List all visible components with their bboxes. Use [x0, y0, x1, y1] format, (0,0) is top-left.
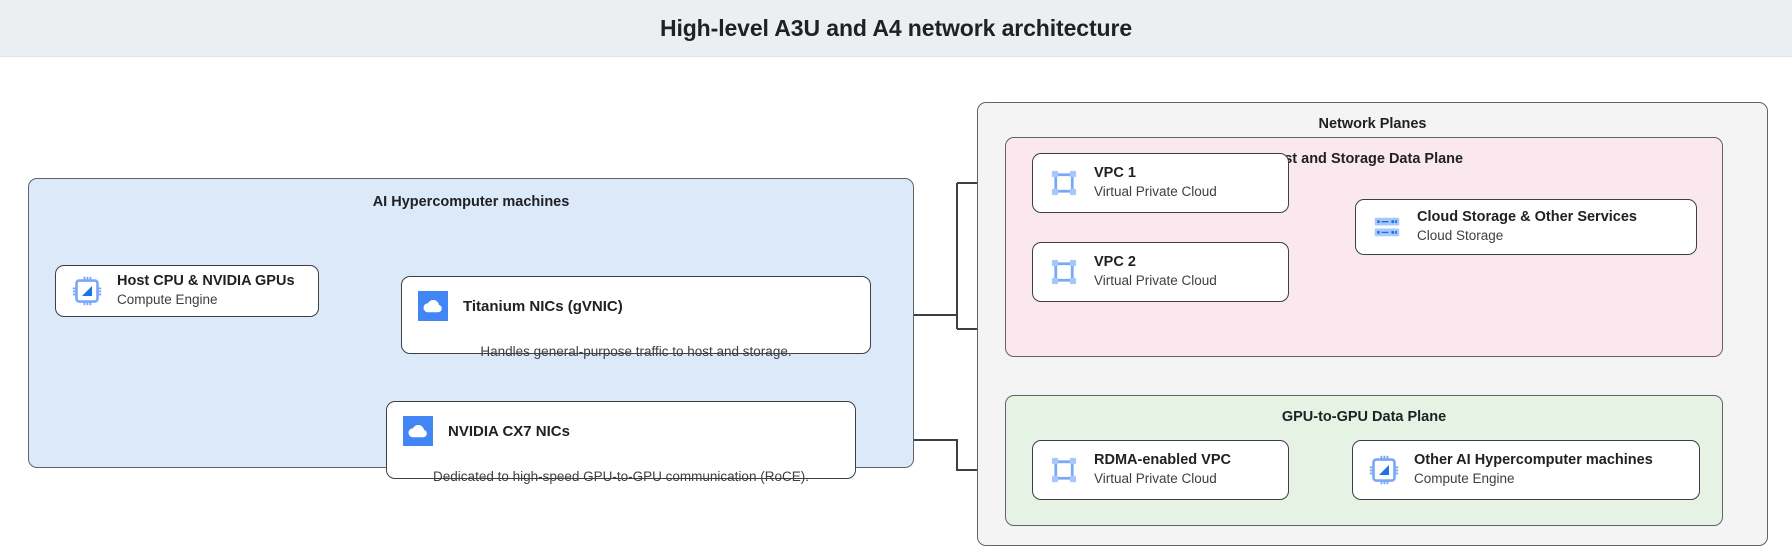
node-host-cpu-gpus[interactable]: Host CPU & NVIDIA GPUs Compute Engine — [55, 265, 319, 317]
card-nvidia-cx7-nics[interactable]: NVIDIA CX7 NICs Dedicated to high-speed … — [386, 401, 856, 484]
node-title: Cloud Storage & Other Services — [1417, 209, 1637, 226]
group-title-host-plane: Host and Storage Data Plane — [1264, 151, 1464, 167]
cloud-icon — [401, 414, 435, 448]
node-subtitle: Virtual Private Cloud — [1094, 184, 1217, 200]
vpc-icon — [1047, 255, 1081, 289]
vpc-icon — [1047, 453, 1081, 487]
cpu-chip-icon — [70, 274, 104, 308]
node-vpc-2[interactable]: VPC 2 Virtual Private Cloud — [1032, 242, 1289, 302]
node-subtitle: Compute Engine — [117, 292, 218, 308]
cloud-icon — [416, 289, 450, 323]
header-bar — [0, 0, 1792, 57]
card-description: Dedicated to high-speed GPU-to-GPU commu… — [433, 469, 809, 484]
diagram-canvas: AI Hypercomputer machines Network Planes… — [0, 57, 1792, 560]
card-title: NVIDIA CX7 NICs — [448, 422, 570, 440]
card-title: Titanium NICs (gVNIC) — [463, 297, 623, 315]
card-header: NVIDIA CX7 NICs — [401, 414, 841, 448]
node-subtitle: Compute Engine — [1414, 471, 1515, 487]
node-title: VPC 1 — [1094, 165, 1136, 182]
node-title: VPC 2 — [1094, 254, 1136, 271]
page-title: High-level A3U and A4 network architectu… — [659, 15, 1133, 41]
node-title: Other AI Hypercomputer machines — [1414, 452, 1653, 469]
card-description: Handles general-purpose traffic to host … — [480, 344, 792, 359]
card-header: Titanium NICs (gVNIC) — [416, 289, 856, 323]
vpc-icon — [1047, 166, 1081, 200]
node-title: RDMA-enabled VPC — [1094, 452, 1231, 469]
group-title-machines: AI Hypercomputer machines — [372, 194, 570, 210]
node-vpc-1[interactable]: VPC 1 Virtual Private Cloud — [1032, 153, 1289, 213]
node-subtitle: Virtual Private Cloud — [1094, 471, 1217, 487]
cpu-chip-icon — [1367, 453, 1401, 487]
node-title: Host CPU & NVIDIA GPUs — [117, 273, 295, 290]
card-titanium-nics[interactable]: Titanium NICs (gVNIC) Handles general-pu… — [401, 276, 871, 359]
group-title-network-planes: Network Planes — [1318, 116, 1427, 132]
group-title-gpu-plane: GPU-to-GPU Data Plane — [1281, 409, 1447, 425]
node-subtitle: Cloud Storage — [1417, 228, 1504, 244]
node-rdma-enabled-vpc[interactable]: RDMA-enabled VPC Virtual Private Cloud — [1032, 440, 1289, 500]
node-subtitle: Virtual Private Cloud — [1094, 273, 1217, 289]
node-other-ai-hypercomputer-machines[interactable]: Other AI Hypercomputer machines Compute … — [1352, 440, 1700, 500]
storage-icon — [1370, 210, 1404, 244]
node-cloud-storage[interactable]: Cloud Storage & Other Services Cloud Sto… — [1355, 199, 1697, 255]
